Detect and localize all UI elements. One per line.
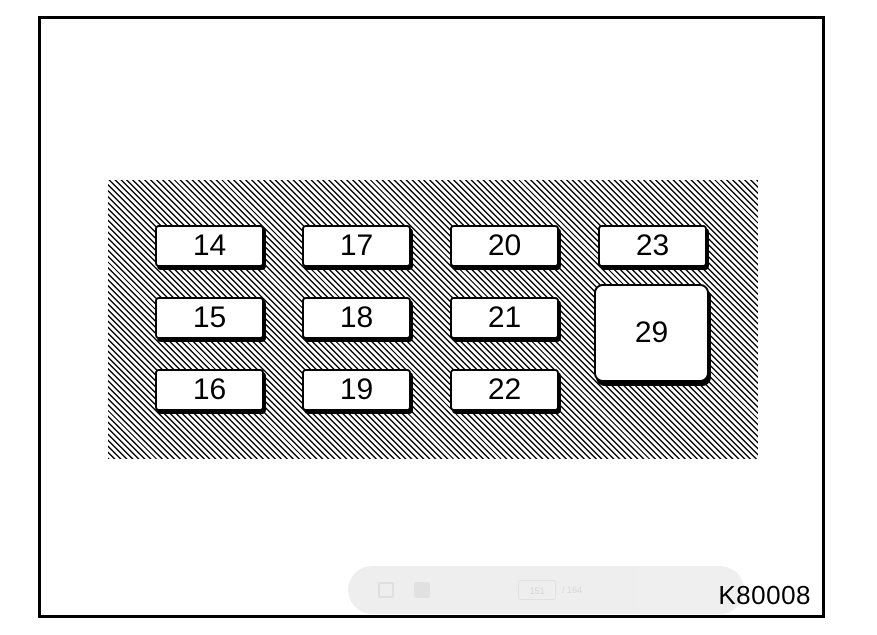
fuse-19-label: 19 (339, 373, 374, 406)
page-total: / 164 (562, 585, 583, 595)
fuse-21-label: 21 (487, 301, 522, 334)
page-number-input[interactable]: 151 (518, 580, 556, 600)
fuse-15-label: 15 (192, 301, 227, 334)
fuse-22-label: 22 (487, 373, 522, 406)
fuse-23-label: 23 (635, 229, 670, 262)
fuse-23: 23 (598, 225, 707, 267)
fuse-18-label: 18 (339, 301, 374, 334)
fuse-16: 16 (155, 369, 264, 411)
fuse-14: 14 (155, 225, 264, 267)
fuse-14-label: 14 (192, 229, 227, 262)
pdf-viewer-toolbar: 151 / 164 (348, 566, 744, 614)
fuse-17-label: 17 (339, 229, 374, 262)
fuse-19: 19 (302, 369, 411, 411)
fuse-20-label: 20 (487, 229, 522, 262)
print-icon[interactable] (414, 582, 430, 598)
save-icon[interactable] (378, 582, 394, 598)
fuse-20: 20 (450, 225, 559, 267)
figure-id-label: K80008 (718, 580, 811, 610)
fuse-18: 18 (302, 297, 411, 339)
fuse-21: 21 (450, 297, 559, 339)
fuse-15: 15 (155, 297, 264, 339)
fuse-29-label: 29 (634, 316, 669, 349)
fuse-16-label: 16 (192, 373, 227, 406)
fuse-29: 29 (594, 284, 709, 382)
fuse-22: 22 (450, 369, 559, 411)
fuse-17: 17 (302, 225, 411, 267)
